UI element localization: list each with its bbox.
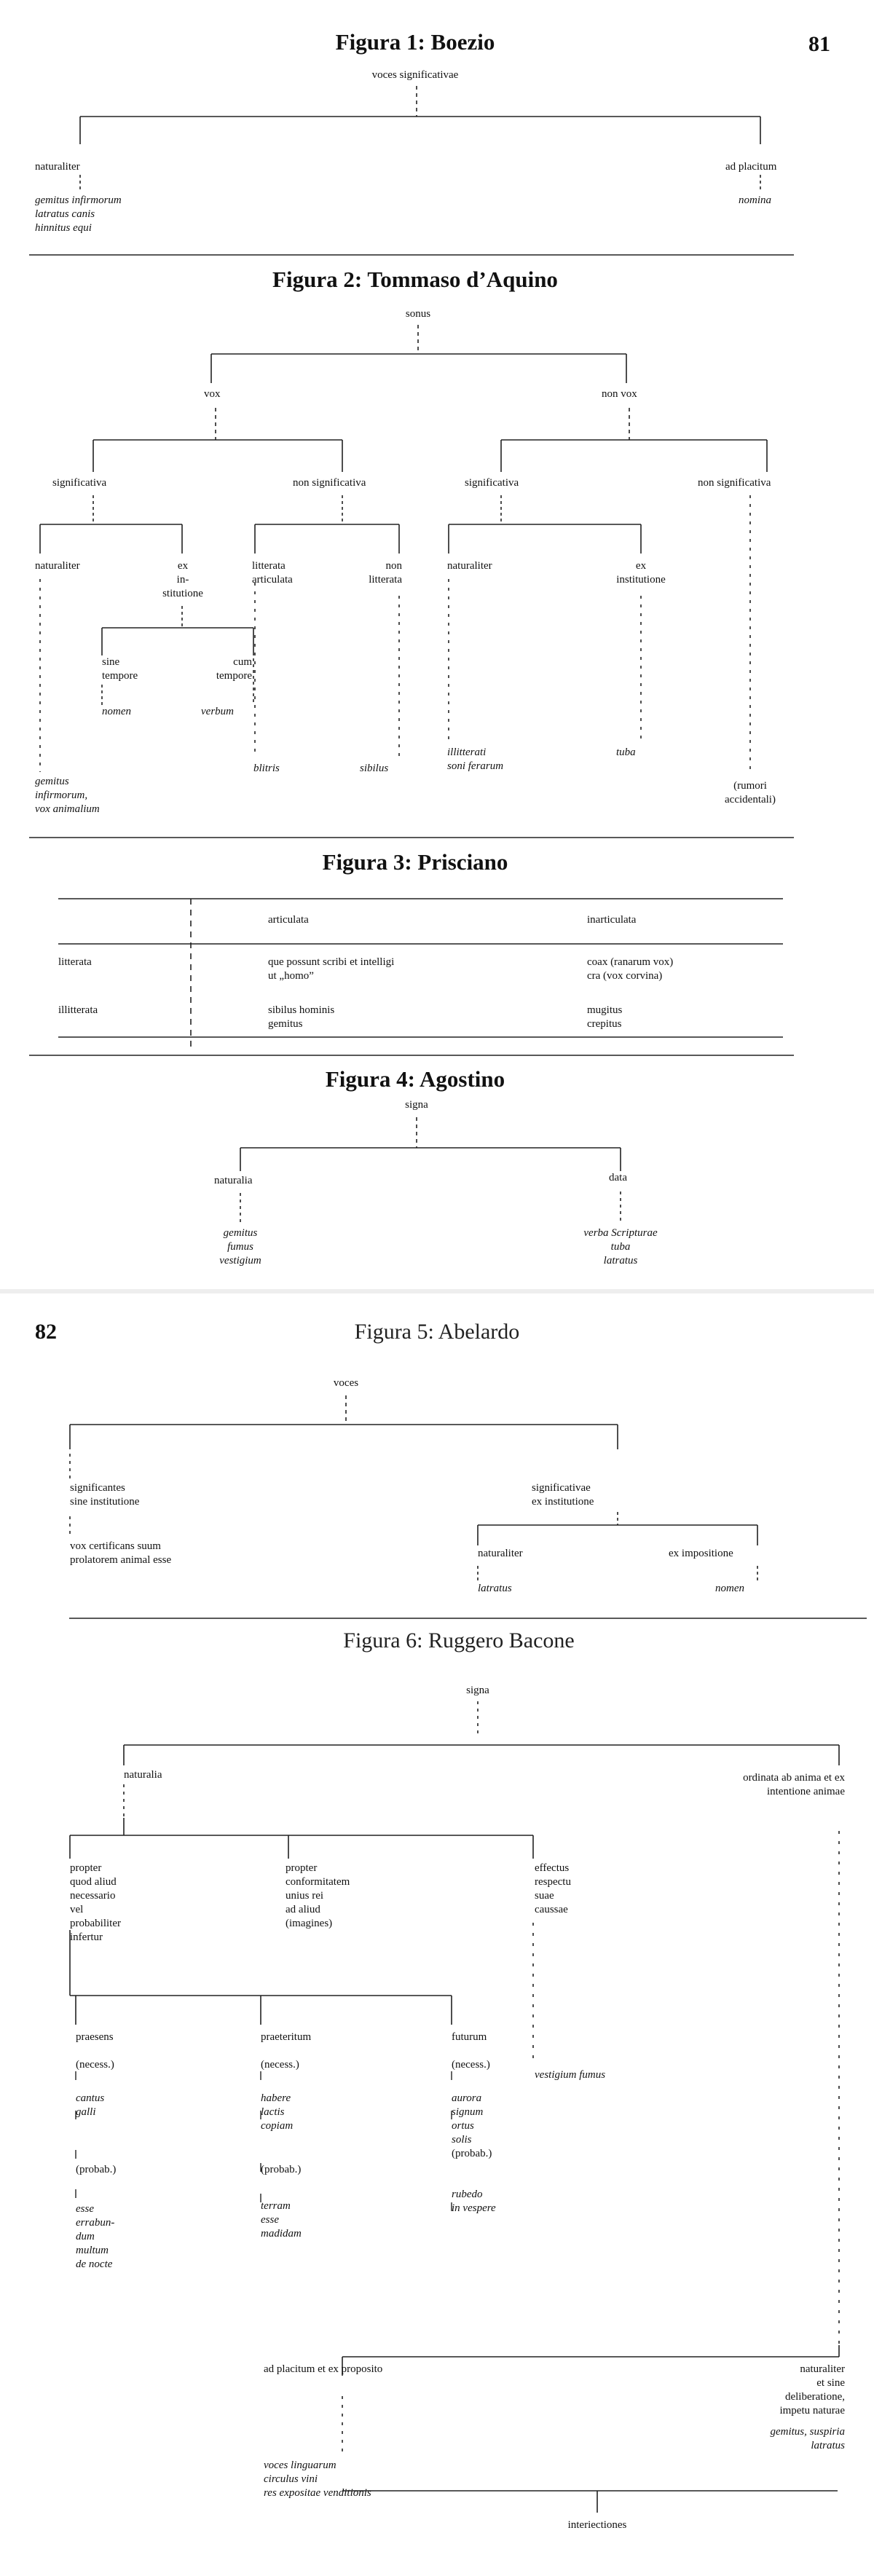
fig4-left: naturalia [214, 1175, 253, 1186]
fig2-nat-b: naturaliter [447, 560, 492, 572]
fig3-cell-2-2: mugitus crepitus [587, 1004, 623, 1030]
fig6-voces-ling: voces linguarum circulus vini res exposi… [264, 2459, 371, 2499]
fig6-necess1: (necess.) [76, 2059, 114, 2071]
fig2-sig-b: significativa [465, 477, 519, 489]
fig5-latratus: latratus [478, 1583, 512, 1594]
fig6-naturalia: naturalia [124, 1769, 162, 1781]
fig5-right: significativae ex institutione [532, 1482, 594, 1508]
fig4-right-examples: verba Scripturae tuba latratus [583, 1227, 658, 1267]
fig6-probab3: (probab.) [452, 2148, 492, 2159]
fig4-left-examples: gemitus fumus vestigium [219, 1227, 261, 1267]
fig3-cell-1-2: coax (ranarum vox) cra (vox corvina) [587, 956, 674, 982]
fig2-nat-a: naturaliter [35, 560, 80, 572]
fig1-right-example: nomina [739, 194, 771, 206]
fig6-rubedo: rubedo in vespere [452, 2189, 496, 2214]
fig5-ex-imp: ex impositione [669, 1548, 733, 1559]
fig4-title: Figura 4: Agostino [325, 1066, 505, 1092]
fig6-propter-conf: propter conformitatem unius rei ad aliud… [286, 1862, 350, 1929]
fig5-nat: naturaliter [478, 1548, 523, 1559]
fig3-row-litterata: litterata [58, 956, 92, 968]
fig2-nomen: nomen [102, 706, 131, 717]
fig3-col-inarticulata: inarticulata [587, 914, 637, 926]
fig2-sine-tempore: sine tempore [102, 656, 138, 682]
fig4-root: signa [405, 1099, 428, 1111]
fig2-ex-inst-b: ex institutione [616, 560, 666, 586]
fig3-cell-1-1: que possunt scribi et intelligi ut „homo… [268, 956, 395, 982]
fig1-left: naturaliter [35, 161, 80, 173]
fig2-gemitus: gemitus infirmorum, vox animalium [35, 776, 100, 815]
page-break-shade [0, 1289, 874, 1293]
fig6-aurora: aurora signum ortus solis [452, 2092, 484, 2146]
fig5-left-example: vox certificans suum prolatorem animal e… [70, 1540, 172, 1566]
fig3-title: Figura 3: Prisciano [322, 849, 508, 875]
fig1-right: ad placitum [725, 161, 777, 173]
fig3-cell-2-1: sibilus hominis gemitus [268, 1004, 335, 1030]
fig1-root: voces significativae [371, 69, 459, 81]
fig2-tuba: tuba [616, 747, 636, 758]
fig6-probab1: (probab.) [76, 2164, 117, 2175]
fig2-litt-art: litterata articulata [252, 560, 293, 586]
fig6-propter-quod: propter quod aliud necessario vel probab… [70, 1862, 121, 1943]
fig5-nomen: nomen [715, 1583, 744, 1594]
fig6-gemitus: gemitus, suspiria latratus [770, 2426, 845, 2451]
fig2-blitris: blitris [253, 763, 280, 774]
fig6-esse: esse errabun- dum multum de nocte [76, 2203, 115, 2270]
fig6-probab2: (probab.) [261, 2164, 302, 2175]
fig5-root: voces [333, 1377, 359, 1389]
fig2-illitterati: illitterati soni ferarum [447, 747, 504, 772]
fig2-non-vox: non vox [602, 388, 637, 400]
fig6-necess3: (necess.) [452, 2059, 490, 2071]
fig1-title: Figura 1: Boezio [335, 29, 495, 55]
page-number-81: 81 [808, 32, 830, 56]
fig6-necess2: (necess.) [261, 2059, 299, 2071]
fig6-praesens: praesens [76, 2031, 114, 2043]
fig6-title: Figura 6: Ruggero Bacone [343, 1628, 575, 1653]
fig2-sibilus: sibilus [360, 763, 389, 774]
fig2-vox: vox [204, 388, 221, 400]
fig2-sig-a: significativa [52, 477, 107, 489]
fig6-vestigium: vestigium fumus [535, 2069, 606, 2081]
fig2-verbum: verbum [201, 706, 234, 717]
fig6-habere: habere lactis copiam [261, 2092, 294, 2132]
fig6-terram: terram esse madidam [261, 2200, 302, 2240]
fig3-col-articulata: articulata [268, 914, 309, 926]
fig6-effectus: effectus respectu suae caussae [535, 1862, 571, 1915]
page-number-82: 82 [35, 1320, 57, 1344]
fig6-interiectiones: interiectiones [567, 2519, 627, 2531]
fig1-left-examples: gemitus infirmorum latratus canis hinnit… [35, 194, 122, 234]
fig2-non-litt: non litterata [369, 560, 402, 586]
fig3-row-illitterata: illitterata [58, 1004, 98, 1016]
fig2-root: sonus [405, 308, 431, 320]
fig5-title: Figura 5: Abelardo [354, 1320, 520, 1344]
fig6-futurum: futurum [452, 2031, 487, 2043]
fig2-title: Figura 2: Tommaso d’Aquino [272, 267, 558, 292]
fig6-naturaliter: naturaliter et sine deliberatione, impet… [779, 2363, 845, 2417]
fig6-root: signa [466, 1685, 489, 1696]
fig6-ad-placitum: ad placitum et ex proposito [264, 2363, 383, 2375]
fig5-left: significantes sine institutione [70, 1482, 140, 1508]
fig2-nonsig-a: non significativa [293, 477, 366, 489]
fig2-rumori: (rumori accidentali) [725, 780, 776, 806]
fig4-right: data [609, 1172, 627, 1183]
fig2-cum-tempore: cum tempore [216, 656, 252, 682]
fig6-praeteritum: praeteritum [261, 2031, 312, 2043]
fig6-ordinata: ordinata ab anima et ex intentione anima… [743, 1772, 845, 1797]
fig2-nonsig-b: non significativa [698, 477, 771, 489]
fig2-ex-inst-a: ex in- stitutione [162, 560, 203, 599]
fig6-cantus: cantus galli [76, 2092, 105, 2118]
